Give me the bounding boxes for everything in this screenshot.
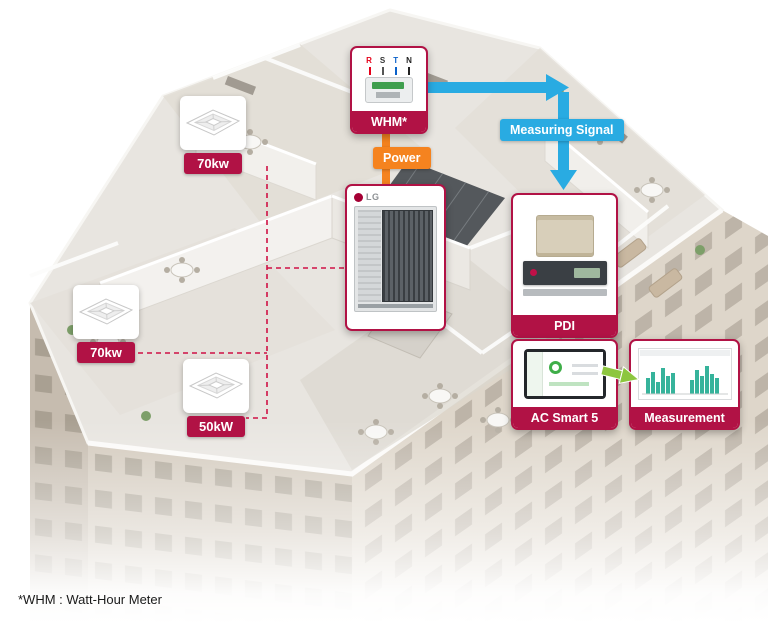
whm-label: WHM*	[352, 111, 426, 132]
measurement-chart-image	[631, 341, 738, 407]
tablet-icon	[523, 349, 606, 399]
pdi-panel-icon	[522, 260, 607, 285]
ceiling-cassette-image	[180, 96, 246, 150]
terminal-n-label: N	[406, 55, 412, 65]
indoor-unit-callout-2: 70kw	[73, 285, 139, 363]
whm-terminal-labels: R S T N	[366, 55, 412, 65]
pdi-device-image	[513, 195, 616, 315]
watt-hour-meter-icon	[365, 76, 413, 103]
ceiling-cassette-icon	[78, 298, 134, 325]
indoor-unit-capacity-label: 70kw	[184, 153, 242, 174]
indoor-unit-callout-1: 70kw	[180, 96, 246, 174]
outdoor-unit-box: LG	[345, 184, 446, 331]
ceiling-cassette-icon	[188, 372, 244, 399]
ac-smart-tablet-image	[513, 341, 616, 407]
measurement-label: Measurement	[631, 407, 738, 428]
whm-box: R S T N WHM*	[350, 46, 428, 134]
ceiling-cassette-icon	[185, 109, 241, 136]
whm-meter-image: R S T N	[352, 48, 426, 111]
terminal-s-label: S	[379, 55, 386, 65]
terminal-r-label: R	[366, 55, 372, 65]
indoor-unit-capacity-label: 70kw	[77, 342, 135, 363]
pdi-box: PDI	[511, 193, 618, 338]
measurement-box: Measurement	[629, 339, 740, 430]
measuring-signal-badge: Measuring Signal	[500, 119, 624, 141]
ceiling-cassette-image	[73, 285, 139, 339]
pdi-label: PDI	[513, 315, 616, 336]
lg-symbol-icon	[354, 192, 363, 202]
outdoor-unit-icon	[354, 206, 437, 312]
outdoor-unit-image: LG	[347, 186, 444, 329]
ac-smart-label: AC Smart 5	[513, 407, 616, 428]
ceiling-cassette-image	[183, 359, 249, 413]
bar-chart-icon	[637, 348, 732, 400]
pdi-premium-icon	[535, 214, 594, 257]
terminal-t-label: T	[393, 55, 399, 65]
indoor-unit-capacity-label: 50kW	[187, 416, 245, 437]
ac-smart-box: AC Smart 5	[511, 339, 618, 430]
footnote: *WHM : Watt-Hour Meter	[18, 592, 162, 607]
pdi-base-icon	[522, 288, 607, 296]
lg-logo-text: LG	[366, 192, 380, 202]
terminal-wires	[368, 66, 410, 75]
lg-logo: LG	[354, 191, 437, 203]
indoor-unit-callout-3: 50kW	[183, 359, 249, 437]
power-badge: Power	[373, 147, 431, 169]
